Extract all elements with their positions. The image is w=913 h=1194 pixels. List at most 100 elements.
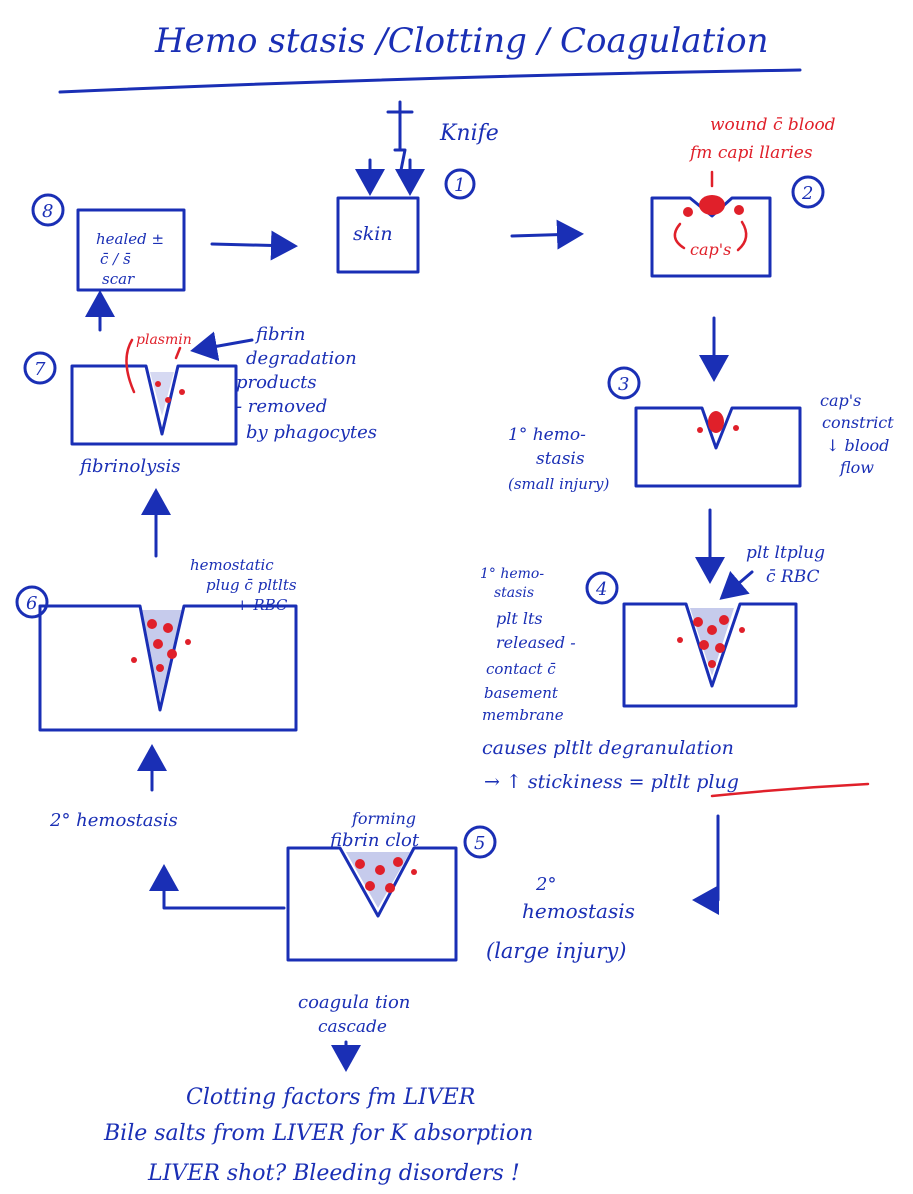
step-4-left-5: contact c̄	[486, 660, 556, 678]
rbc	[355, 859, 365, 869]
step-4-skin	[622, 602, 798, 708]
step-6: 2° hemostasis 6 hemostatic plug c̄ pltlt…	[15, 556, 298, 831]
step-3-number: 3	[618, 374, 629, 395]
rbc	[167, 649, 177, 659]
footer-line-3: LIVER shot? Bleeding disorders !	[147, 1161, 520, 1186]
step-2-note-line2: fm capi llaries	[688, 143, 813, 163]
rbc	[677, 637, 683, 643]
step-5-below-2: cascade	[318, 1017, 387, 1037]
step-2-note-line1: wound c̄ blood	[710, 115, 836, 135]
skin-box	[336, 196, 420, 274]
step-7-below: fibrinolysis	[78, 456, 180, 477]
step-1: Knife 1 skin	[336, 100, 499, 274]
step-5-number: 5	[474, 833, 485, 854]
step-3-right-4: flow	[839, 458, 874, 477]
step-4-left-1: 1° hemo-	[480, 566, 544, 582]
step-8-line-2: c̄ / s̄	[100, 250, 131, 268]
step-4-left-4: released -	[496, 633, 576, 652]
knife-icon	[355, 100, 425, 196]
blood-dot	[733, 425, 739, 431]
step-3-right-3: ↓ blood	[826, 436, 889, 455]
step-8-line-3: scar	[102, 270, 135, 288]
rbc	[185, 639, 191, 645]
footer-line-1: Clotting factors fm LIVER	[186, 1085, 475, 1110]
step-5-right-3: (large injury)	[486, 939, 626, 963]
blood-dot	[697, 427, 703, 433]
small-clot	[708, 411, 724, 433]
rbc	[707, 625, 717, 635]
rbc	[147, 619, 157, 629]
knife-label: Knife	[439, 121, 499, 146]
step-7-label-1: fibrin	[254, 324, 305, 345]
rbc	[393, 857, 403, 867]
page-title: Hemo stasis /Clotting / Coagulation	[154, 21, 768, 61]
step-4-left-6: basement	[484, 684, 559, 702]
rbc	[163, 623, 173, 633]
step-6-number: 6	[26, 593, 37, 614]
step-1-number: 1	[454, 175, 465, 196]
arrow-8-to-1	[210, 230, 298, 261]
step-5-number-circle	[463, 825, 497, 859]
hemostatic-plug	[142, 610, 184, 700]
step-4-plug-label-2: c̄ RBC	[766, 567, 820, 587]
step-7-label-2: degradation	[246, 348, 357, 369]
step-5-right-1: 2°	[535, 874, 556, 895]
rbc	[156, 664, 164, 672]
rbc	[365, 881, 375, 891]
step-3-number-circle	[607, 366, 641, 400]
arrow-1-to-2	[510, 219, 584, 250]
step-6-label-2: plug c̄ pltlts	[206, 576, 297, 594]
step-4-bottom-1: causes pltlt degranulation	[482, 737, 734, 759]
rbc	[411, 869, 417, 875]
capillary-dot	[683, 207, 693, 217]
rbc	[719, 615, 729, 625]
fdp-pointer	[190, 331, 254, 362]
capillary-dot	[734, 205, 744, 215]
step-4-left-3: plt lts	[496, 609, 543, 628]
rbc	[153, 639, 163, 649]
step-7-number: 7	[34, 359, 46, 380]
step-2-number-circle	[791, 175, 825, 209]
step-3-left-3: (small injury)	[508, 475, 609, 493]
step-6-label-3: + RBC	[236, 596, 288, 614]
step-7-skin	[70, 364, 238, 446]
step-2: wound c̄ blood fm capi llaries 2 cap's	[650, 115, 836, 278]
step-6-label-1: hemostatic	[190, 556, 274, 574]
step-8-number-circle	[31, 193, 65, 227]
step-6-number-circle	[15, 585, 49, 619]
step-4-left-7: membrane	[482, 706, 564, 724]
healed-box	[76, 208, 186, 292]
step-7-label-5: by phagocytes	[246, 422, 377, 443]
arrow-4-to-5	[692, 814, 720, 915]
rbc	[385, 883, 395, 893]
step-5-below-1: coagula tion	[298, 992, 410, 1013]
title-underline	[58, 68, 802, 94]
caps-bracket	[736, 220, 748, 252]
step-4-number: 4	[595, 579, 607, 600]
blood-drop	[699, 195, 725, 215]
step-3-left-1: 1° hemo-	[508, 425, 586, 445]
plasmin-pointer	[125, 338, 136, 394]
step-8: 8 healed ± c̄ / s̄ scar	[31, 193, 186, 292]
step-7-number-circle	[23, 351, 57, 385]
rbc	[708, 660, 716, 668]
rbc	[375, 865, 385, 875]
step-5-right-2: hemostasis	[522, 899, 635, 923]
plug-pointer	[719, 570, 754, 600]
skin-label: skin	[353, 223, 393, 245]
step-8-line-1: healed ±	[96, 230, 164, 248]
step-5-top-1: forming	[351, 809, 416, 828]
plug-underline	[710, 782, 870, 798]
rbc	[155, 381, 161, 387]
caps-bracket	[673, 222, 686, 250]
rbc	[693, 617, 703, 627]
step-2-skin	[650, 196, 772, 278]
step-4-number-circle	[585, 571, 619, 605]
arrow-5-to-6	[149, 864, 286, 910]
plasmin-label: plasmin	[136, 332, 192, 348]
step-7-label-4: - removed	[236, 396, 327, 417]
step-3-left-2: stasis	[536, 449, 585, 469]
step-5: forming fibrin clot 5 2° hemostasis (lar…	[286, 809, 635, 1072]
rbc	[131, 657, 137, 663]
